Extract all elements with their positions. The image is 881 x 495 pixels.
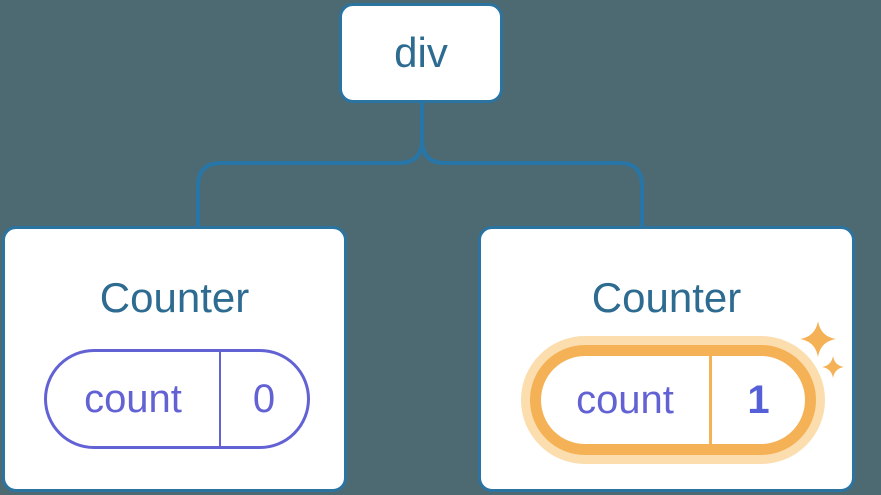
connector-right-branch [420, 103, 644, 227]
state-pill-highlighted: count 1 [530, 345, 816, 455]
connector-left-branch [196, 103, 424, 227]
counter-card-left: Counter count 0 [2, 226, 347, 492]
state-name-cell: count [47, 352, 221, 446]
component-title: Counter [99, 274, 250, 321]
component-title: Counter [591, 274, 742, 321]
root-node-div: div [339, 3, 503, 103]
state-pill: count 0 [44, 349, 310, 449]
state-value-cell: 0 [252, 376, 276, 421]
state-value-cell: 1 [747, 377, 770, 422]
state-name-cell: count [541, 356, 712, 444]
counter-card-right: Counter count 1 [478, 226, 855, 492]
root-node-label: div [394, 29, 448, 76]
